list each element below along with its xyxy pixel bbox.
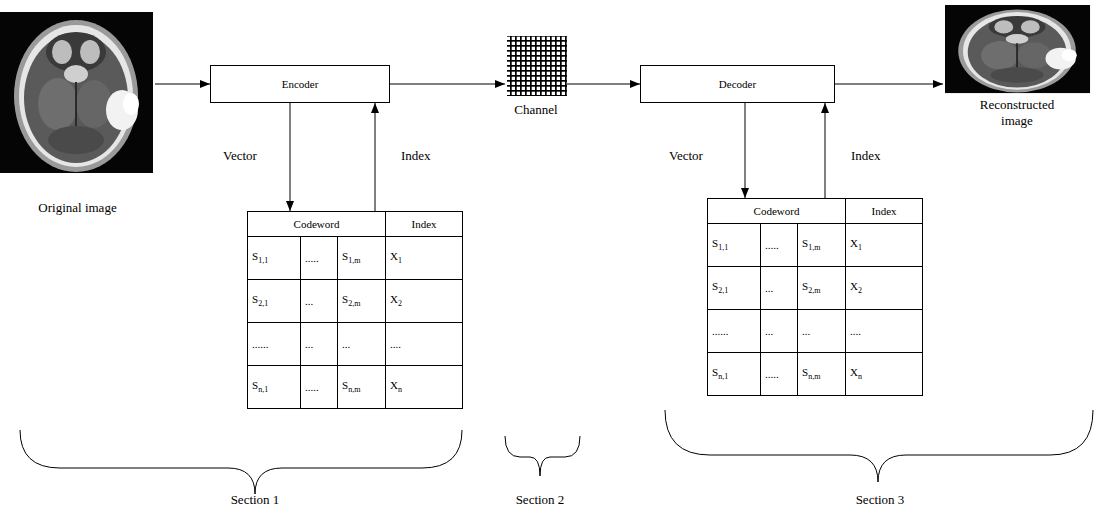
- table-cell: Sn,m: [802, 366, 820, 378]
- table-header: Index: [412, 218, 437, 230]
- image-node: Original image: [0, 12, 155, 216]
- table-cell: .....: [305, 381, 319, 393]
- codebook-table: CodewordIndexS1,1.....S1,mX1S2,1...S2,mX…: [247, 211, 463, 409]
- arrow-connector: [155, 84, 210, 85]
- table-cell: X1: [850, 237, 862, 249]
- table-cell: ......: [712, 325, 729, 337]
- section-brace: [665, 410, 1093, 482]
- table-cell: .....: [765, 368, 779, 380]
- table-cell: .....: [305, 252, 319, 264]
- table-header: Codeword: [754, 205, 800, 217]
- section-brace: [20, 430, 462, 494]
- channel-node: Channel: [505, 36, 567, 118]
- image-caption: Channel: [505, 102, 567, 118]
- table-cell: ...: [765, 282, 773, 294]
- arrow-connector: [290, 103, 291, 211]
- table-header: Codeword: [294, 218, 340, 230]
- arrow-connector: [390, 84, 505, 85]
- arrow-connector: [835, 84, 943, 85]
- table-cell: S2,1: [252, 293, 268, 305]
- box-label: Decoder: [719, 78, 756, 90]
- table-cell: ...: [342, 338, 350, 350]
- table-cell: S2,m: [802, 280, 820, 292]
- edge-label: Index: [400, 148, 432, 164]
- table-cell: Sn,m: [342, 379, 360, 391]
- table-cell: Xn: [850, 366, 862, 378]
- section-label: Section 3: [856, 492, 905, 508]
- table-cell: S1,m: [802, 237, 820, 249]
- channel-grid: [507, 36, 567, 96]
- section-label: Section 2: [516, 492, 565, 508]
- decoder-box: Decoder: [640, 65, 835, 103]
- table-cell: .....: [765, 239, 779, 251]
- table-cell: ....: [850, 325, 861, 337]
- table-cell: ...: [765, 325, 773, 337]
- encoder-box: Encoder: [210, 65, 390, 103]
- arrow-connector: [567, 84, 640, 85]
- arrow-connector: [375, 103, 376, 211]
- table-cell: X2: [850, 280, 862, 292]
- arrow-connector: [825, 103, 826, 198]
- image-caption: Reconstructed image: [969, 97, 1065, 129]
- table-header: Index: [872, 205, 897, 217]
- table-cell: X1: [390, 250, 402, 262]
- edge-label: Index: [850, 148, 882, 164]
- table-cell: Sn,1: [712, 366, 728, 378]
- table-cell: ......: [252, 338, 269, 350]
- arrow-connector: [745, 103, 746, 198]
- mri-image: [0, 12, 153, 173]
- table-cell: ...: [802, 325, 810, 337]
- edge-label: Vector: [222, 148, 258, 164]
- table-cell: S1,m: [342, 250, 360, 262]
- table-cell: Xn: [390, 379, 402, 391]
- section-label: Section 1: [231, 492, 280, 508]
- table-cell: ...: [305, 295, 313, 307]
- table-cell: ...: [305, 338, 313, 350]
- section-brace: [505, 436, 580, 476]
- table-cell: X2: [390, 293, 402, 305]
- table-cell: S2,1: [712, 280, 728, 292]
- table-cell: ....: [390, 338, 401, 350]
- image-node: Reconstructed image: [943, 5, 1091, 129]
- box-label: Encoder: [282, 78, 319, 90]
- image-caption: Original image: [3, 200, 153, 216]
- codebook-table: CodewordIndexS1,1.....S1,mX1S2,1...S2,mX…: [707, 198, 923, 396]
- edge-label: Vector: [668, 148, 704, 164]
- table-cell: S1,1: [712, 237, 728, 249]
- mri-image: [945, 5, 1090, 93]
- table-cell: S2,m: [342, 293, 360, 305]
- table-cell: S1,1: [252, 250, 268, 262]
- table-cell: Sn,1: [252, 379, 268, 391]
